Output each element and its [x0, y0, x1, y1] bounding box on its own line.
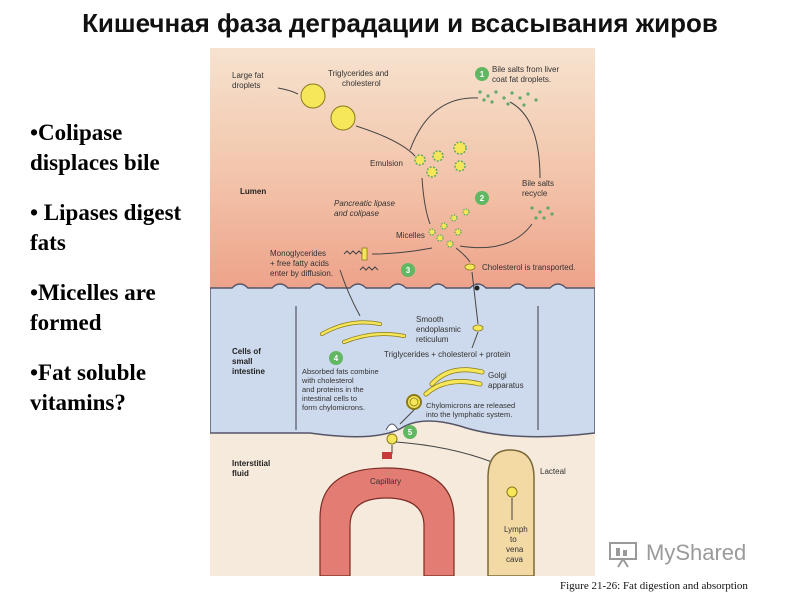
arrow	[455, 247, 471, 263]
arrow	[371, 247, 433, 255]
cholesterol-icon	[464, 263, 476, 271]
step-4-badge	[329, 351, 343, 365]
arrow	[395, 441, 493, 463]
label-large-fat-2: droplets	[232, 81, 260, 90]
fat-digestion-diagram: Large fat droplets Triglycerides and cho…	[209, 48, 596, 577]
label-tg-chol: Triglycerides and	[328, 69, 389, 78]
step-2-badge	[475, 191, 489, 205]
label-cells-3: intestine	[232, 367, 265, 376]
presentation-icon	[609, 542, 637, 568]
cholesterol-icon	[472, 324, 484, 332]
label-step4-3: and proteins in the	[302, 385, 364, 394]
label-mono-3: enter by diffusion.	[270, 269, 333, 278]
step-1-badge	[475, 67, 489, 81]
capillary	[319, 467, 455, 577]
figure-caption: Figure 21-26: Fat digestion and absorpti…	[560, 580, 748, 592]
label-tg-chol-2: cholesterol	[342, 79, 381, 88]
label-chol-transported: Cholesterol is transported.	[482, 263, 575, 272]
label-tg-chol-protein: Triglycerides + cholesterol + protein	[384, 350, 510, 359]
label-golgi: Golgi	[488, 371, 507, 380]
label-emulsion: Emulsion	[370, 159, 403, 168]
label-lacteal: Lacteal	[540, 467, 566, 476]
label-capillary: Capillary	[370, 477, 401, 486]
label-ser-2: endoplasmic	[416, 325, 461, 334]
step-5-badge	[403, 425, 417, 439]
micelles	[428, 208, 470, 248]
label-lymph: Lymph	[504, 525, 528, 534]
arrow	[339, 269, 361, 317]
arrow	[399, 409, 415, 425]
label-bile-recycle: Bile salts	[522, 179, 554, 188]
label-lymph-2: to	[510, 535, 517, 544]
bullet-list: •Colipase displaces bile • Lipases diges…	[30, 118, 208, 438]
label-pancreatic-2: and colipase	[334, 209, 379, 218]
label-step1-2: coat fat droplets.	[492, 75, 551, 84]
label-mono: Monoglycerides	[270, 249, 326, 258]
bullet-micelles: •Micelles are formed	[30, 280, 156, 335]
label-ser-3: reticulum	[416, 335, 449, 344]
arrow	[471, 331, 479, 349]
step-5-number: 5	[408, 428, 413, 437]
label-bile-recycle-2: recycle	[522, 189, 548, 198]
label-step4-5: form chylomicrons.	[302, 403, 365, 412]
label-step4: Absorbed fats combine	[302, 367, 379, 376]
bile-salt-dots	[478, 90, 538, 107]
arrow	[471, 271, 479, 325]
label-large-fat: Large fat	[232, 71, 264, 80]
fat-droplet	[300, 83, 326, 109]
label-chylo: Chylomicrons are released	[426, 401, 515, 410]
chylomicron	[406, 394, 422, 410]
label-step4-2: with cholesterol	[301, 376, 354, 385]
label-mono-2: + free fatty acids	[270, 259, 329, 268]
label-step1: Bile salts from liver	[492, 65, 559, 74]
label-cells: Cells of	[232, 347, 261, 356]
label-pancreatic: Pancreatic lipase	[334, 199, 395, 208]
arrow	[409, 97, 479, 151]
chylomicron	[386, 433, 398, 445]
arrow	[421, 177, 431, 225]
step-3-number: 3	[406, 266, 411, 275]
arrow	[509, 101, 541, 179]
monoglyceride-icon	[361, 247, 368, 261]
chylomicron	[506, 486, 518, 498]
label-chylo-2: into the lymphatic system.	[426, 410, 512, 419]
label-interstitial: Interstitial	[232, 459, 270, 468]
step-3-badge	[401, 263, 415, 277]
capillary-pore	[382, 452, 392, 459]
fatty-acid-icon	[343, 250, 363, 255]
exocytosis-vesicle	[385, 423, 399, 431]
diagram-svg: Large fat droplets Triglycerides and cho…	[209, 48, 596, 577]
fat-droplet	[330, 105, 356, 131]
intestinal-cells	[209, 283, 596, 438]
bullet-vitamins: •Fat soluble vitamins?	[30, 360, 147, 415]
step-2-number: 2	[480, 194, 485, 203]
watermark-logo	[606, 537, 776, 571]
emulsion-droplets	[414, 141, 467, 178]
step-1-number: 1	[480, 70, 485, 79]
arrow	[355, 125, 416, 157]
label-micelles: Micelles	[396, 231, 425, 240]
watermark-text: MyShared	[646, 540, 747, 565]
bullet-lipases: • Lipases digest fats	[30, 200, 182, 255]
fatty-acid-icon	[359, 266, 379, 271]
step-4-number: 4	[334, 354, 339, 363]
label-ser: Smooth	[416, 315, 444, 324]
label-cells-2: small	[232, 357, 252, 366]
label-golgi-2: apparatus	[488, 381, 524, 390]
arrow	[459, 223, 533, 249]
label-lymph-3: vena	[506, 545, 524, 554]
label-step4-4: intestinal cells to	[302, 394, 357, 403]
bullet-colipase: •Colipase displaces bile	[30, 120, 160, 175]
label-lymph-4: cava	[506, 555, 523, 564]
recycled-bile-dots	[530, 206, 554, 220]
lacteal	[487, 449, 535, 577]
page-title: Кишечная фаза деградации и всасывания жи…	[82, 8, 718, 38]
arrow	[277, 87, 299, 95]
label-interstitial-2: fluid	[232, 469, 249, 478]
transporter-icon	[474, 285, 480, 291]
label-lumen: Lumen	[240, 187, 266, 196]
